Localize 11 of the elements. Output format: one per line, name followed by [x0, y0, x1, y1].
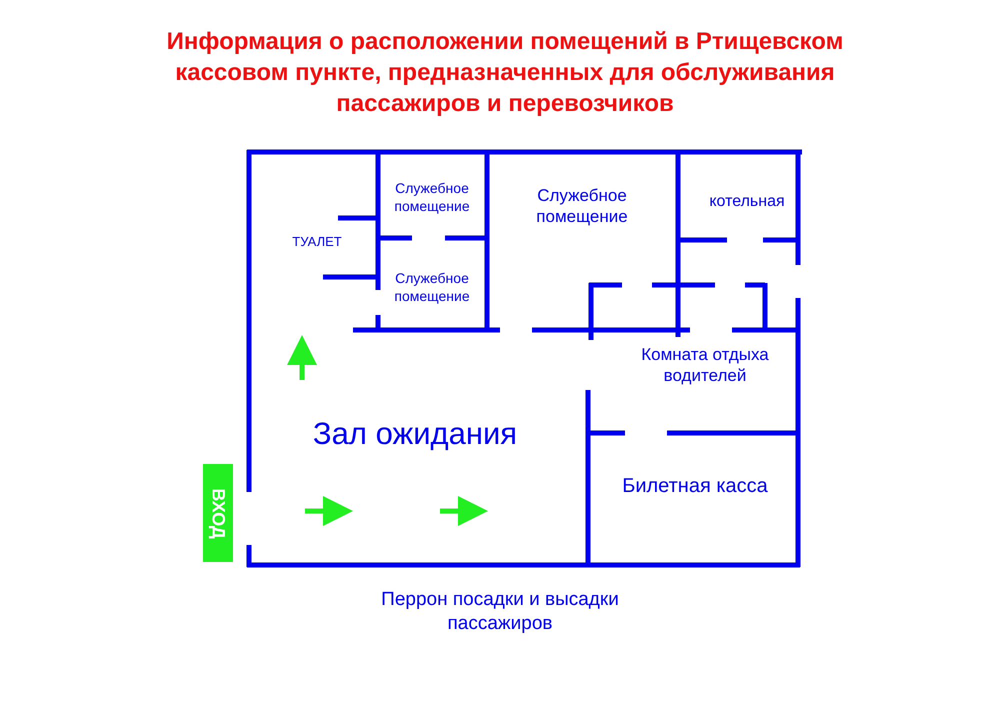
room-label: котельная [708, 192, 786, 212]
room-label: Комната отдыха водителей [640, 344, 770, 386]
room-label: Служебное помещение [535, 185, 629, 228]
entrance-sign: ВХОД [203, 464, 233, 562]
room-label: ТУАЛЕТ [291, 234, 343, 250]
room-label: Служебное помещение [393, 270, 471, 305]
room-label: Зал ожидания [312, 415, 518, 453]
room-label: Билетная касса [621, 474, 769, 499]
room-label: Служебное помещение [393, 180, 471, 215]
title: Информация о расположении помещений в Ртищевском кассовом пункте, предназначенных для обслуживания пассажиров и перевозчиков [166, 27, 844, 119]
room-label: Перрон посадки и высадки пассажиров [380, 588, 620, 636]
